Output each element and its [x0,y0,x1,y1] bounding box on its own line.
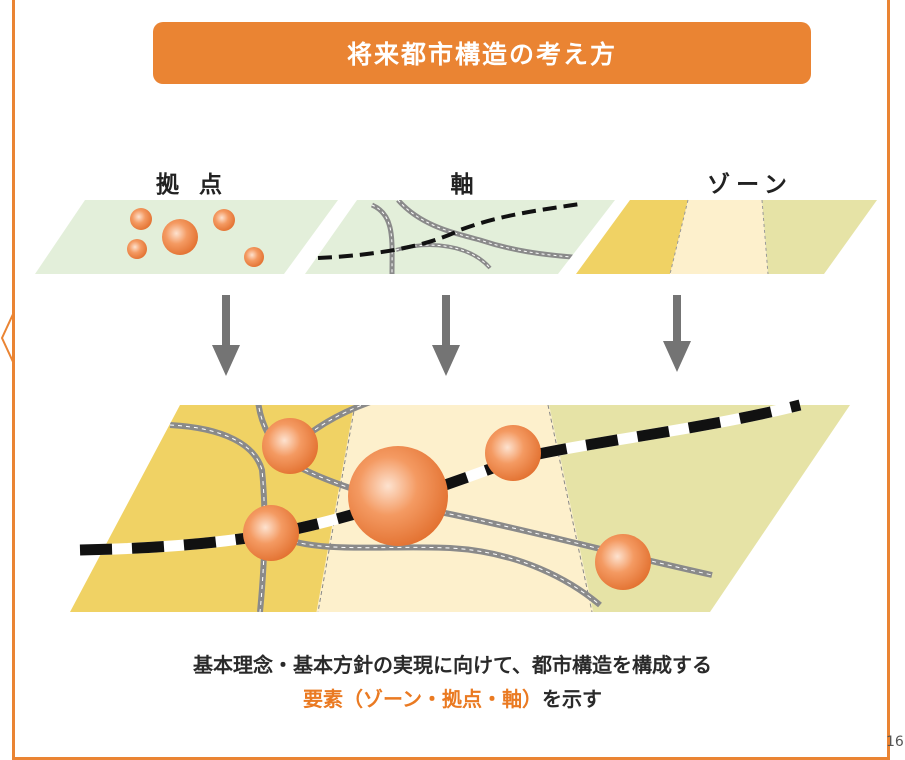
road-lane [395,244,491,269]
node-marker [243,505,299,561]
node-marker [262,418,318,474]
node-marker [130,208,152,230]
page-number: 16 [886,734,904,750]
node-marker [213,209,235,231]
arrow-down-icon [663,295,691,372]
zone-boundary [547,405,593,612]
road [169,422,268,612]
panel-axes [305,200,615,274]
arrow-down-icon [432,295,460,376]
arrow-down-icon [212,295,240,376]
panel-zones [576,199,877,275]
zone-boundary [317,405,356,612]
node-marker [162,219,198,255]
frame-notch [0,312,14,364]
footer-line-2: 要素（ゾーン・拠点・軸）を示す [0,682,905,716]
footer-line-2-rest: を示す [542,687,602,711]
footer-line-1: 基本理念・基本方針の実現に向けて、都市構造を構成する [193,653,712,677]
panel-label-kyoten: 拠 点 [155,172,228,198]
footer-caption: 基本理念・基本方針の実現に向けて、都市構造を構成する 要素（ゾーン・拠点・軸）を… [0,648,905,716]
road-lane [371,204,393,274]
page-title: 将来都市構造の考え方 [153,22,811,84]
node-marker [485,425,541,481]
zone-boundary [669,199,689,275]
combined-structure [70,399,850,612]
zone-olive [548,405,850,612]
node-marker [595,534,651,590]
node-marker [244,247,264,267]
footer-highlight: 要素（ゾーン・拠点・軸） [303,687,542,711]
road-lane [271,531,601,606]
panel-nodes [35,200,338,274]
panel-label-zone: ゾーン [707,172,793,198]
node-marker [348,446,448,546]
zone-olive [762,200,877,274]
node-marker [127,239,147,259]
zone-yellow [576,200,688,274]
rail-line [79,399,802,556]
zone-boundary [761,199,769,275]
road-lane [397,200,586,259]
panel-label-jiku: 軸 [450,172,480,198]
zone-cream [670,200,768,274]
